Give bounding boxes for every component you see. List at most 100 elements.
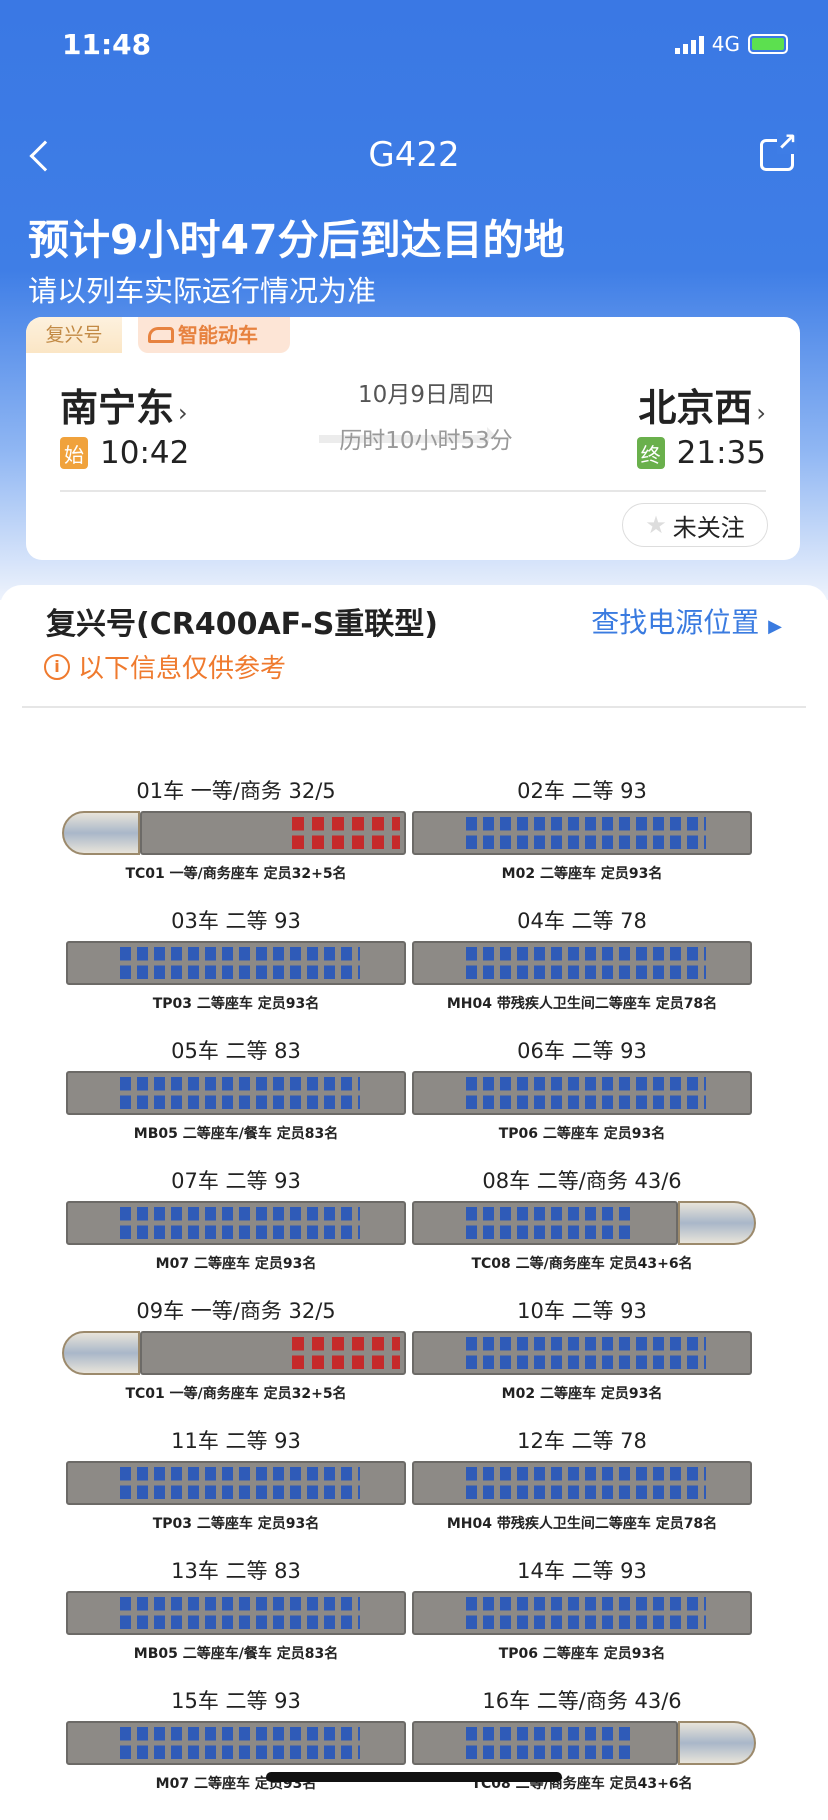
departure-time: 10:42 — [100, 435, 190, 471]
seat-map — [466, 817, 706, 849]
from-station-name: 南宁东 — [60, 386, 175, 430]
find-power-link[interactable]: 查找电源位置 ▶ — [591, 601, 782, 641]
coach-diagram — [412, 1331, 752, 1375]
coach-label: 09车 一等/商务 32/5 — [136, 1299, 336, 1323]
to-station[interactable]: 北京西› — [638, 377, 766, 432]
seat-map — [120, 1597, 360, 1629]
coach-panel: 复兴号(CR400AF-S重联型) 查找电源位置 ▶ i 以下信息仅供参考 01车… — [0, 585, 828, 1792]
coach-5: 05车 二等 83 MB05 二等座车/餐车 定员83名 — [66, 1035, 406, 1170]
coach-diagram — [66, 1071, 406, 1115]
to-station-name: 北京西 — [638, 386, 753, 430]
arrival-headline: 预计9小时47分后到达目的地 — [28, 216, 565, 264]
seat-map — [466, 947, 706, 979]
coach-label: 08车 二等/商务 43/6 — [482, 1169, 682, 1193]
seat-map — [292, 1337, 400, 1369]
arrow-icon — [319, 427, 499, 443]
share-icon[interactable] — [760, 130, 797, 171]
coach-label: 02车 二等 93 — [517, 779, 647, 803]
seat-map — [120, 947, 360, 979]
caret-right-icon: ▶ — [768, 616, 782, 637]
star-icon: ★ — [645, 511, 667, 539]
duration: 历时10小时53分 — [339, 428, 513, 454]
nav-bar: G422 — [0, 130, 828, 179]
status-time: 11:48 — [62, 28, 152, 61]
train-nose-icon — [62, 811, 140, 855]
arrival-subtitle: 请以列车实际运行情况为准 — [28, 274, 377, 308]
coach-11: 11车 二等 93 TP03 二等座车 定员93名 — [66, 1425, 406, 1560]
divider — [22, 706, 806, 708]
seat-map — [466, 1467, 706, 1499]
seat-map — [466, 1077, 706, 1109]
coach-label: 15车 二等 93 — [171, 1689, 301, 1713]
coach-caption: TC01 一等/商务座车 定员32+5名 — [125, 1386, 347, 1402]
train-number-title: G422 — [368, 135, 460, 175]
signal-icon — [674, 34, 704, 54]
coach-label: 03车 二等 93 — [171, 909, 301, 933]
seat-map — [120, 1077, 360, 1109]
coach-7: 07车 二等 93 M07 二等座车 定员93名 — [66, 1165, 406, 1300]
coach-diagram — [412, 941, 752, 985]
coach-caption: M02 二等座车 定员93名 — [501, 866, 663, 882]
coach-caption: MB05 二等座车/餐车 定员83名 — [133, 1126, 339, 1142]
coach-caption: M02 二等座车 定员93名 — [501, 1386, 663, 1402]
coach-label: 07车 二等 93 — [171, 1169, 301, 1193]
train-model-title: 复兴号(CR400AF-S重联型) — [46, 607, 439, 642]
travel-date: 10月9日周四 — [358, 382, 494, 408]
start-badge: 始 — [60, 437, 88, 469]
chevron-right-icon: › — [756, 399, 766, 427]
coach-diagram — [66, 1201, 406, 1245]
coach-label: 11车 二等 93 — [171, 1429, 301, 1453]
coach-label: 01车 一等/商务 32/5 — [136, 779, 336, 803]
seat-map — [466, 1337, 706, 1369]
coach-label: 05车 二等 83 — [171, 1039, 301, 1063]
smart-train-tag: 智能动车 — [138, 317, 290, 353]
coach-diagram — [412, 1071, 752, 1115]
find-power-label: 查找电源位置 — [591, 606, 760, 639]
coach-14: 14车 二等 93 TP06 二等座车 定员93名 — [412, 1555, 752, 1690]
coach-caption: M07 二等座车 定员93名 — [155, 1256, 317, 1272]
coach-diagram — [66, 1721, 406, 1765]
coach-13: 13车 二等 83 MB05 二等座车/餐车 定员83名 — [66, 1555, 406, 1690]
coach-label: 06车 二等 93 — [517, 1039, 647, 1063]
coach-label: 13车 二等 83 — [171, 1559, 301, 1583]
seat-map — [466, 1207, 632, 1239]
network-label: 4G — [711, 32, 740, 56]
coach-diagram — [66, 941, 406, 985]
coach-diagram — [412, 1461, 752, 1505]
coach-diagram — [412, 1201, 678, 1245]
home-indicator — [266, 1772, 562, 1782]
coach-diagram — [66, 1591, 406, 1635]
follow-button[interactable]: ★未关注 — [622, 503, 768, 547]
coach-diagram — [412, 1721, 678, 1765]
coach-label: 14车 二等 93 — [517, 1559, 647, 1583]
coach-3: 03车 二等 93 TP03 二等座车 定员93名 — [66, 905, 406, 1040]
status-icons: 4G — [674, 32, 788, 56]
disclaimer-text: 以下信息仅供参考 — [78, 654, 287, 684]
coach-caption: TC08 二等/商务座车 定员43+6名 — [471, 1256, 693, 1272]
train-nose-icon — [678, 1201, 756, 1245]
departure: 始 10:42 — [60, 435, 189, 471]
train-icon — [148, 327, 174, 343]
coach-caption: TP06 二等座车 定员93名 — [498, 1646, 666, 1662]
coach-diagram — [412, 811, 752, 855]
end-badge: 终 — [636, 437, 665, 469]
arrival-time: 21:35 — [676, 435, 766, 471]
from-station[interactable]: 南宁东› — [60, 377, 188, 432]
coach-caption: MH04 带残疾人卫生间二等座车 定员78名 — [446, 996, 718, 1012]
info-icon: i — [44, 653, 70, 680]
train-nose-icon — [678, 1721, 756, 1765]
coach-caption: TP03 二等座车 定员93名 — [152, 996, 320, 1012]
arrival: 终 21:35 — [636, 435, 766, 471]
coach-caption: MB05 二等座车/餐车 定员83名 — [133, 1646, 339, 1662]
coach-diagram — [66, 1461, 406, 1505]
coach-caption: TC01 一等/商务座车 定员32+5名 — [125, 866, 347, 882]
coach-caption: TP03 二等座车 定员93名 — [152, 1516, 320, 1532]
coach-diagram — [412, 1591, 752, 1635]
